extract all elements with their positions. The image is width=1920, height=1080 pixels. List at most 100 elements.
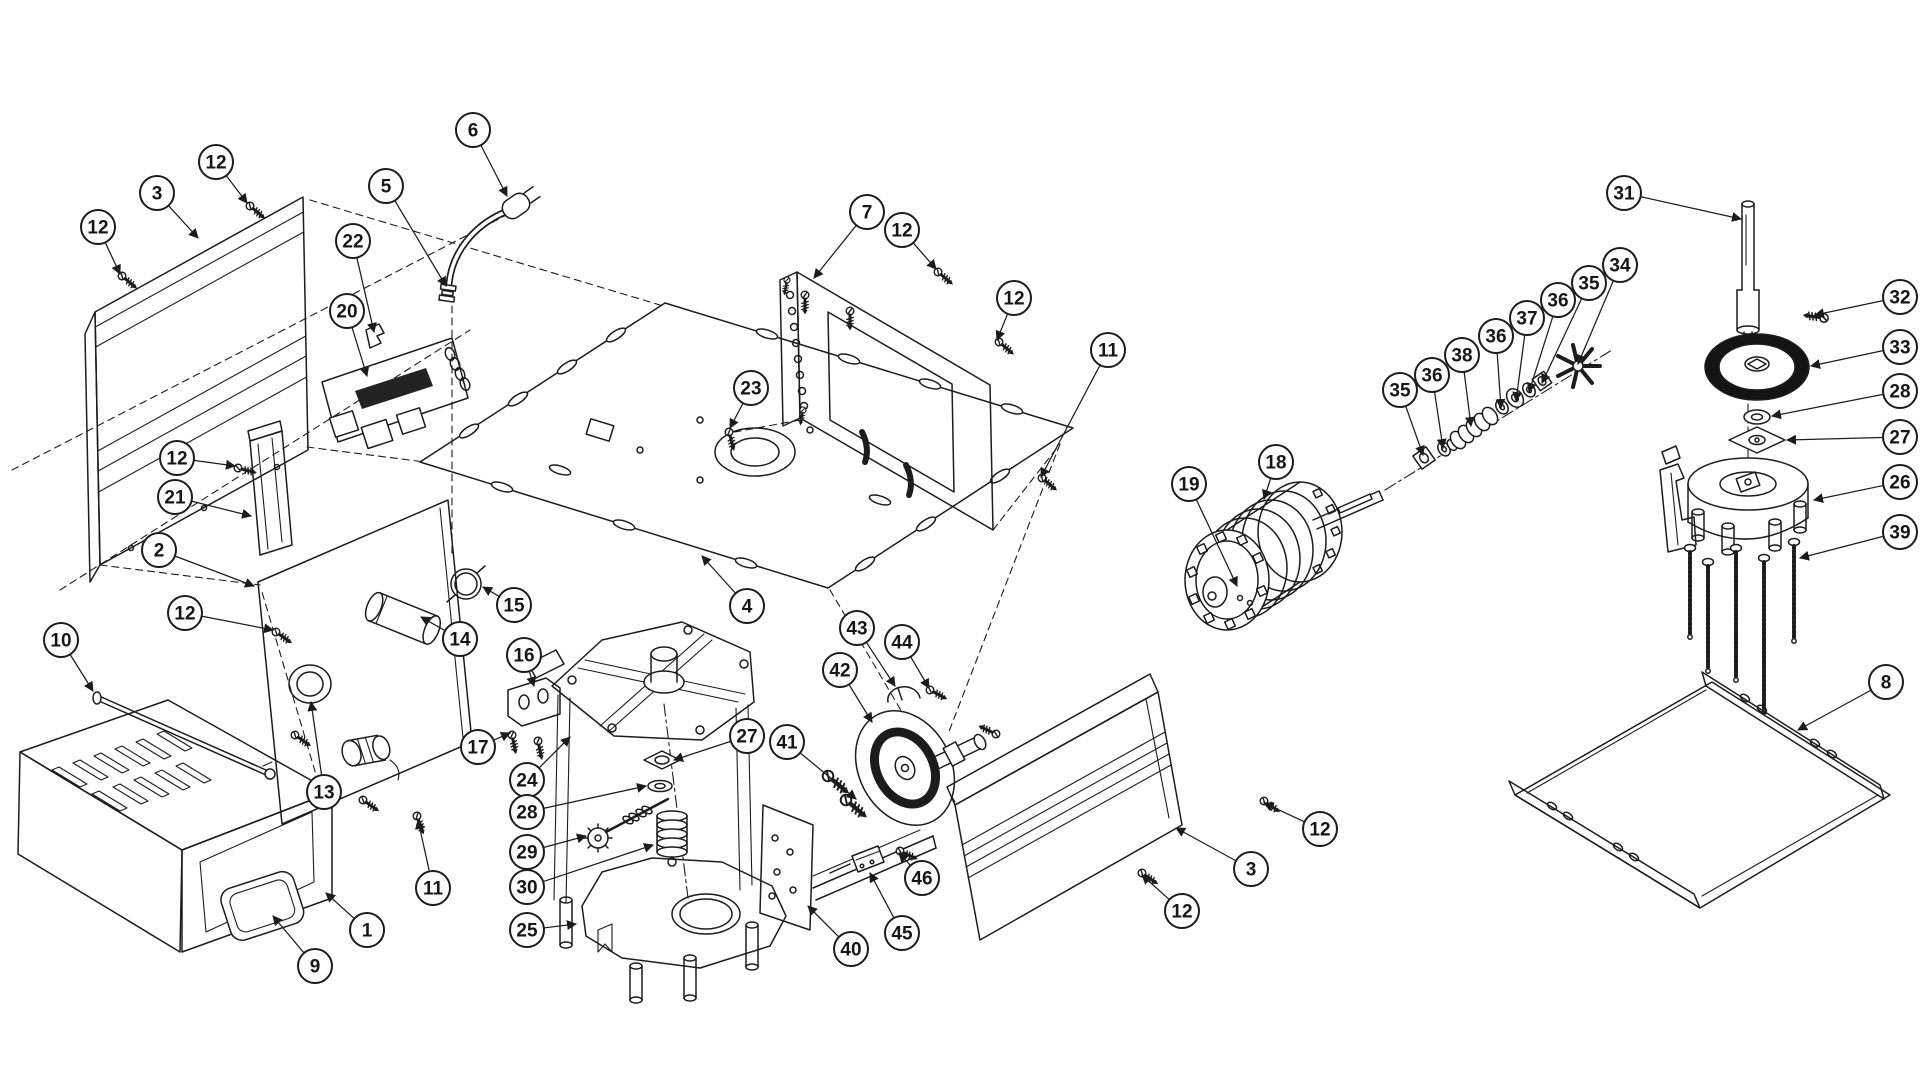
- callout-1: 1: [325, 892, 385, 948]
- callout-bubble: [329, 293, 365, 329]
- callout-leader: [1040, 365, 1101, 478]
- callout-35: 35: [1541, 265, 1607, 384]
- callout-12: 12: [198, 144, 248, 204]
- callout-number: 12: [166, 449, 187, 470]
- callout-number: 21: [164, 488, 186, 509]
- callout-leader: [1771, 393, 1883, 420]
- callout-bubble: [833, 931, 869, 967]
- callout-bubble: [157, 479, 193, 515]
- callout-bubble: [1882, 279, 1918, 315]
- callout-bubble: [1882, 373, 1918, 409]
- callout-bubble: [1509, 300, 1545, 336]
- callout-leader: [1262, 478, 1272, 500]
- callout-leader: [1786, 434, 1883, 445]
- callout-number: 20: [336, 302, 357, 323]
- callout-number: 1: [362, 921, 373, 942]
- callout-number: 27: [736, 727, 757, 748]
- callout-28: 28: [1771, 373, 1918, 420]
- callout-41: 41: [769, 724, 857, 800]
- callout-2: 2: [141, 532, 255, 588]
- callout-number: 12: [1171, 902, 1192, 923]
- callout-bubble: [1444, 337, 1480, 373]
- callout-bubble: [460, 729, 496, 765]
- callout-46: 46: [898, 852, 940, 896]
- callout-number: 24: [516, 771, 538, 792]
- mounting-screws: [1683, 537, 1801, 715]
- callout-bubble: [769, 724, 805, 760]
- callout-number: 19: [1178, 475, 1199, 496]
- callout-layer: 1231256222071212112312212121013141516172…: [43, 112, 1918, 984]
- callout-31: 31: [1606, 175, 1742, 222]
- light-rod: [92, 691, 276, 780]
- callout-number: 33: [1889, 338, 1910, 359]
- callout-leader: [543, 833, 587, 848]
- gearbox-assembly: [527, 621, 787, 1004]
- callout-9: 9: [272, 915, 333, 984]
- callout-bubble: [1382, 372, 1418, 408]
- callout-leader: [1434, 392, 1447, 449]
- callout-leader: [848, 684, 873, 723]
- callout-bubble: [368, 168, 404, 204]
- callout-36: 36: [1414, 357, 1450, 449]
- callout-number: 12: [174, 604, 195, 625]
- callout-25: 25: [509, 912, 577, 948]
- callout-12: 12: [1263, 802, 1338, 847]
- callout-36: 36: [1478, 318, 1514, 409]
- callout-20: 20: [329, 293, 370, 377]
- callout-17: 17: [460, 729, 511, 765]
- callout-35: 35: [1382, 372, 1425, 456]
- callout-bubble: [159, 440, 195, 476]
- callout-leader: [226, 175, 248, 204]
- callout-27: 27: [673, 718, 765, 762]
- callout-bubble: [349, 912, 385, 948]
- callout-12: 12: [884, 212, 937, 270]
- callout-bubble: [167, 595, 203, 631]
- callout-number: 2: [154, 541, 165, 562]
- callout-bubble: [496, 587, 532, 623]
- callout-leader: [1495, 353, 1506, 409]
- callout-12: 12: [1141, 874, 1200, 929]
- callout-number: 14: [449, 630, 471, 651]
- callout-10: 10: [43, 622, 94, 692]
- callout-leader: [272, 915, 305, 953]
- callout-bubble: [198, 144, 234, 180]
- callout-number: 12: [1003, 289, 1024, 310]
- callout-leader: [995, 314, 1008, 341]
- callout-bubble: [43, 622, 79, 658]
- bottom-pan: [1508, 671, 1891, 909]
- callout-11: 11: [1040, 332, 1126, 478]
- callout-bubble: [822, 652, 858, 688]
- callout-12: 12: [995, 280, 1032, 341]
- callout-7: 7: [813, 194, 885, 279]
- callout-leader: [729, 403, 744, 429]
- housing-posts: [559, 896, 759, 1004]
- callout-number: 18: [1265, 453, 1286, 474]
- callout-28: 28: [509, 783, 647, 830]
- callout-39: 39: [1799, 514, 1918, 561]
- callout-bubble: [1171, 466, 1207, 502]
- callout-number: 27: [1889, 428, 1910, 449]
- callout-leader: [1810, 350, 1884, 370]
- callout-number: 40: [840, 940, 861, 961]
- callout-bubble: [1868, 664, 1904, 700]
- callout-number: 41: [776, 733, 798, 754]
- output-gear: [1704, 333, 1810, 454]
- callout-bubble: [1571, 265, 1607, 301]
- callout-number: 35: [1578, 274, 1600, 295]
- callout-bubble: [415, 870, 451, 906]
- strain-relief: [438, 283, 457, 303]
- callout-number: 29: [516, 843, 537, 864]
- callout-leader: [325, 892, 355, 919]
- callout-leader: [69, 654, 94, 692]
- callout-bubble: [80, 209, 116, 245]
- callout-number: 7: [862, 203, 873, 224]
- callout-leader: [202, 615, 274, 634]
- callout-40: 40: [807, 905, 869, 967]
- callout-number: 46: [911, 869, 932, 890]
- callout-37: 37: [1509, 300, 1545, 402]
- lower-housing: [581, 857, 787, 969]
- callout-leader: [1813, 485, 1884, 504]
- callout-26: 26: [1813, 464, 1918, 504]
- callout-leader: [1463, 372, 1475, 427]
